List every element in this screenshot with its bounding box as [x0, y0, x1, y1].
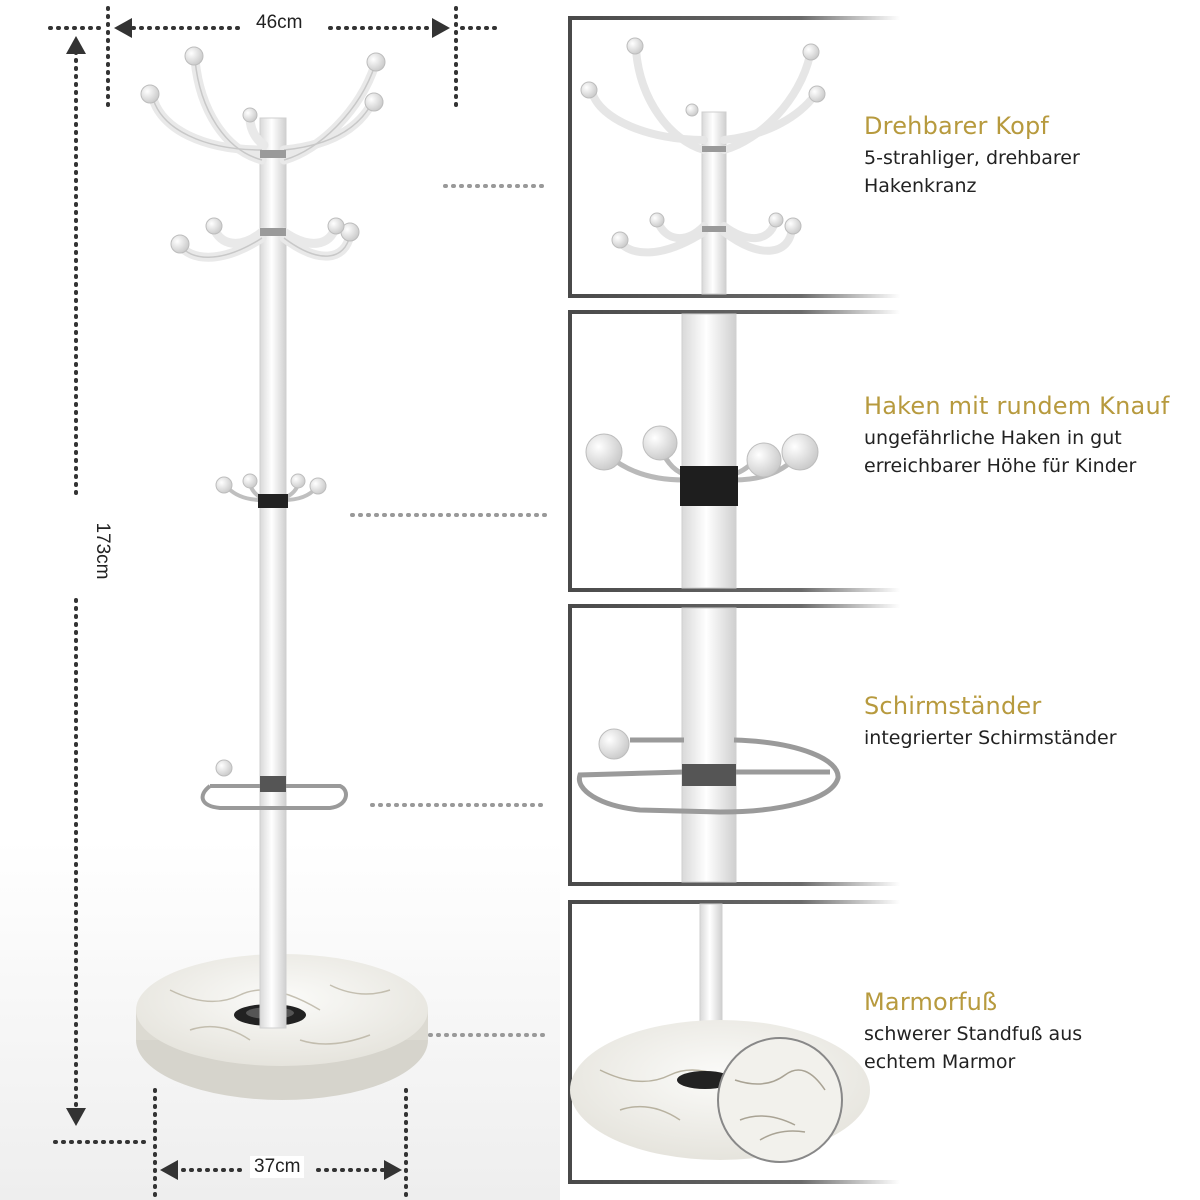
- feature-rotating-head: Drehbarer Kopf 5-strahliger, drehbarer H…: [864, 112, 1080, 200]
- feature-umbrella-stand: Schirmständer integrierter Schirmständer: [864, 692, 1117, 752]
- height-label: 173cm: [91, 507, 113, 595]
- feature-title: Marmorfuß: [864, 988, 998, 1016]
- feature-title: Schirmständer: [864, 692, 1042, 720]
- feature-round-knob-hooks: Haken mit rundem Knauf ungefährliche Hak…: [864, 392, 1170, 480]
- dimension-arrows: [66, 18, 450, 1180]
- feature-marble-base: Marmorfuß schwerer Standfuß aus echtem M…: [864, 988, 1082, 1076]
- coat-stand-main: [136, 46, 428, 1100]
- feature-description: ungefährliche Haken in gut erreichbarer …: [864, 427, 1137, 477]
- feature-description: 5-strahliger, drehbarer Hakenkranz: [864, 147, 1080, 197]
- dimension-lines: [48, 6, 550, 1197]
- detail-frame-marble: [568, 900, 900, 1184]
- feature-description: schwerer Standfuß aus echtem Marmor: [864, 1023, 1083, 1073]
- width-top-label: 46cm: [252, 12, 307, 34]
- feature-description: integrierter Schirmständer: [864, 727, 1117, 749]
- feature-title: Drehbarer Kopf: [864, 112, 1050, 140]
- detail-frame-head: [568, 16, 900, 298]
- feature-title: Haken mit rundem Knauf: [864, 392, 1170, 420]
- detail-frame-hooks: [568, 310, 900, 592]
- width-base-label: 37cm: [250, 1156, 305, 1178]
- detail-frame-umbrella: [568, 604, 900, 886]
